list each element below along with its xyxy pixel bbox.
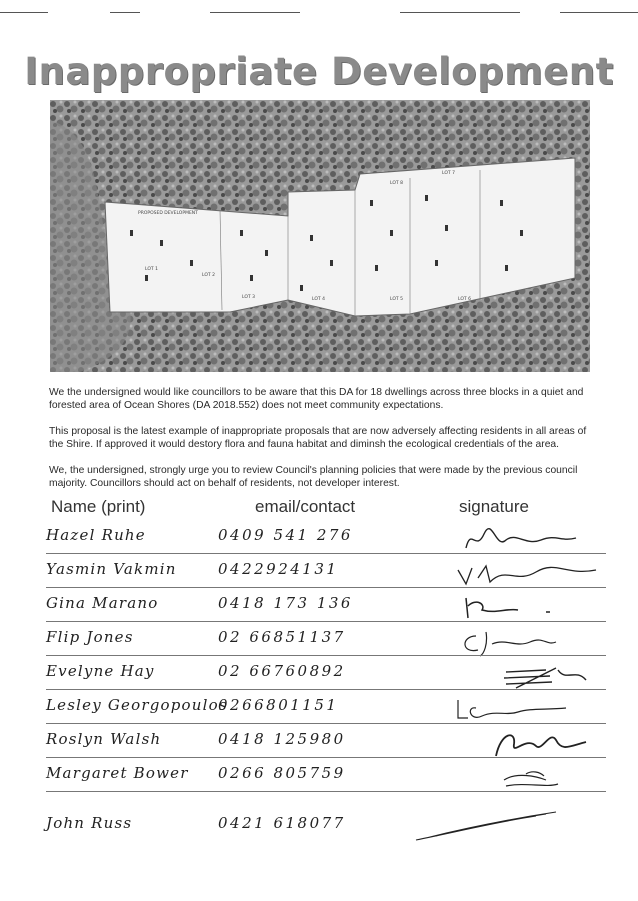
signature-mark — [495, 734, 587, 757]
signatory-row: John Russ 0421 618077 — [46, 811, 606, 846]
row-divider — [46, 723, 606, 724]
row-divider — [46, 757, 606, 758]
row-divider — [46, 553, 606, 554]
row-divider — [46, 689, 606, 690]
signatory-name: Hazel Ruhe — [46, 526, 146, 544]
site-plan-label: LOT 4 — [312, 296, 325, 302]
signatory-row: Yasmin Vakmin 0422924131 — [46, 558, 606, 592]
signature-mark — [457, 700, 567, 719]
site-plan-label: LOT 1 — [145, 266, 158, 272]
signatory-name: Flip Jones — [46, 628, 134, 646]
signature-mark — [465, 597, 550, 619]
signature-column-header: signature — [459, 497, 529, 516]
site-plan-label: LOT 8 — [390, 180, 403, 186]
signatory-contact: 0418 173 136 — [218, 594, 353, 612]
contact-column-header: email/contact — [255, 497, 356, 516]
signatory-row: Hazel Ruhe 0409 541 276 — [46, 524, 606, 558]
proposal-paragraph: This proposal is the latest example of i… — [49, 426, 587, 450]
signature-mark — [503, 771, 559, 787]
page-title: Inappropriate Development — [24, 50, 614, 93]
signatory-name: John Russ — [46, 814, 133, 832]
signatory-contact: 0266 805759 — [218, 764, 346, 782]
signatory-name: Roslyn Walsh — [46, 730, 162, 748]
signature-mark — [415, 811, 557, 841]
signatory-row: Flip Jones 02 66851137 — [46, 626, 606, 660]
signatory-contact: 0418 125980 — [218, 730, 346, 748]
signatory-name: Gina Marano — [46, 594, 159, 612]
signatory-contact: 0409 541 276 — [218, 526, 353, 544]
intro-paragraph: We the undersigned would like councillor… — [49, 387, 584, 411]
site-plan-label: LOT 5 — [390, 296, 403, 302]
signatory-name: Evelyne Hay — [46, 662, 155, 680]
site-plan-image: PROPOSED DEVELOPMENT LOT 1 LOT 2 LOT 3 L… — [50, 100, 590, 372]
scan-edge-line — [0, 12, 48, 13]
signatory-row: Roslyn Walsh 0418 125980 — [46, 728, 606, 762]
signatory-contact: 0422924131 — [218, 560, 339, 578]
signatory-contact: 0421 618077 — [218, 814, 346, 832]
signature-mark — [457, 564, 597, 586]
site-plan-label: LOT 3 — [242, 294, 255, 300]
signature-mark — [464, 631, 557, 657]
row-divider — [46, 621, 606, 622]
site-plan-label: PROPOSED DEVELOPMENT — [138, 210, 198, 216]
signatory-row: Gina Marano 0418 173 136 — [46, 592, 606, 626]
signatory-name: Yasmin Vakmin — [46, 560, 177, 578]
scan-edge-line — [560, 12, 638, 13]
signatory-row: Lesley Georgopoulos 0266801151 — [46, 694, 606, 728]
site-plan-label: LOT 7 — [442, 170, 455, 176]
signatory-row: Evelyne Hay 02 66760892 — [46, 660, 606, 694]
scan-edge-line — [210, 12, 300, 13]
signature-mark — [503, 667, 587, 689]
signatory-row: Margaret Bower 0266 805759 — [46, 762, 606, 796]
scan-edge-line — [110, 12, 140, 13]
row-divider — [46, 587, 606, 588]
signatory-contact: 02 66851137 — [218, 628, 346, 646]
signatory-contact: 0266801151 — [218, 696, 339, 714]
site-plan-label: LOT 6 — [458, 296, 471, 302]
urge-paragraph: We, the undersigned, strongly urge you t… — [49, 465, 578, 489]
row-divider — [46, 791, 606, 792]
row-divider — [46, 655, 606, 656]
scan-edge-line — [400, 12, 520, 13]
signature-mark — [465, 527, 577, 549]
signatory-name: Lesley Georgopoulos — [46, 696, 228, 714]
site-plan-label: LOT 2 — [202, 272, 215, 278]
name-column-header: Name (print) — [51, 497, 146, 516]
signatory-contact: 02 66760892 — [218, 662, 346, 680]
signatory-name: Margaret Bower — [46, 764, 189, 782]
